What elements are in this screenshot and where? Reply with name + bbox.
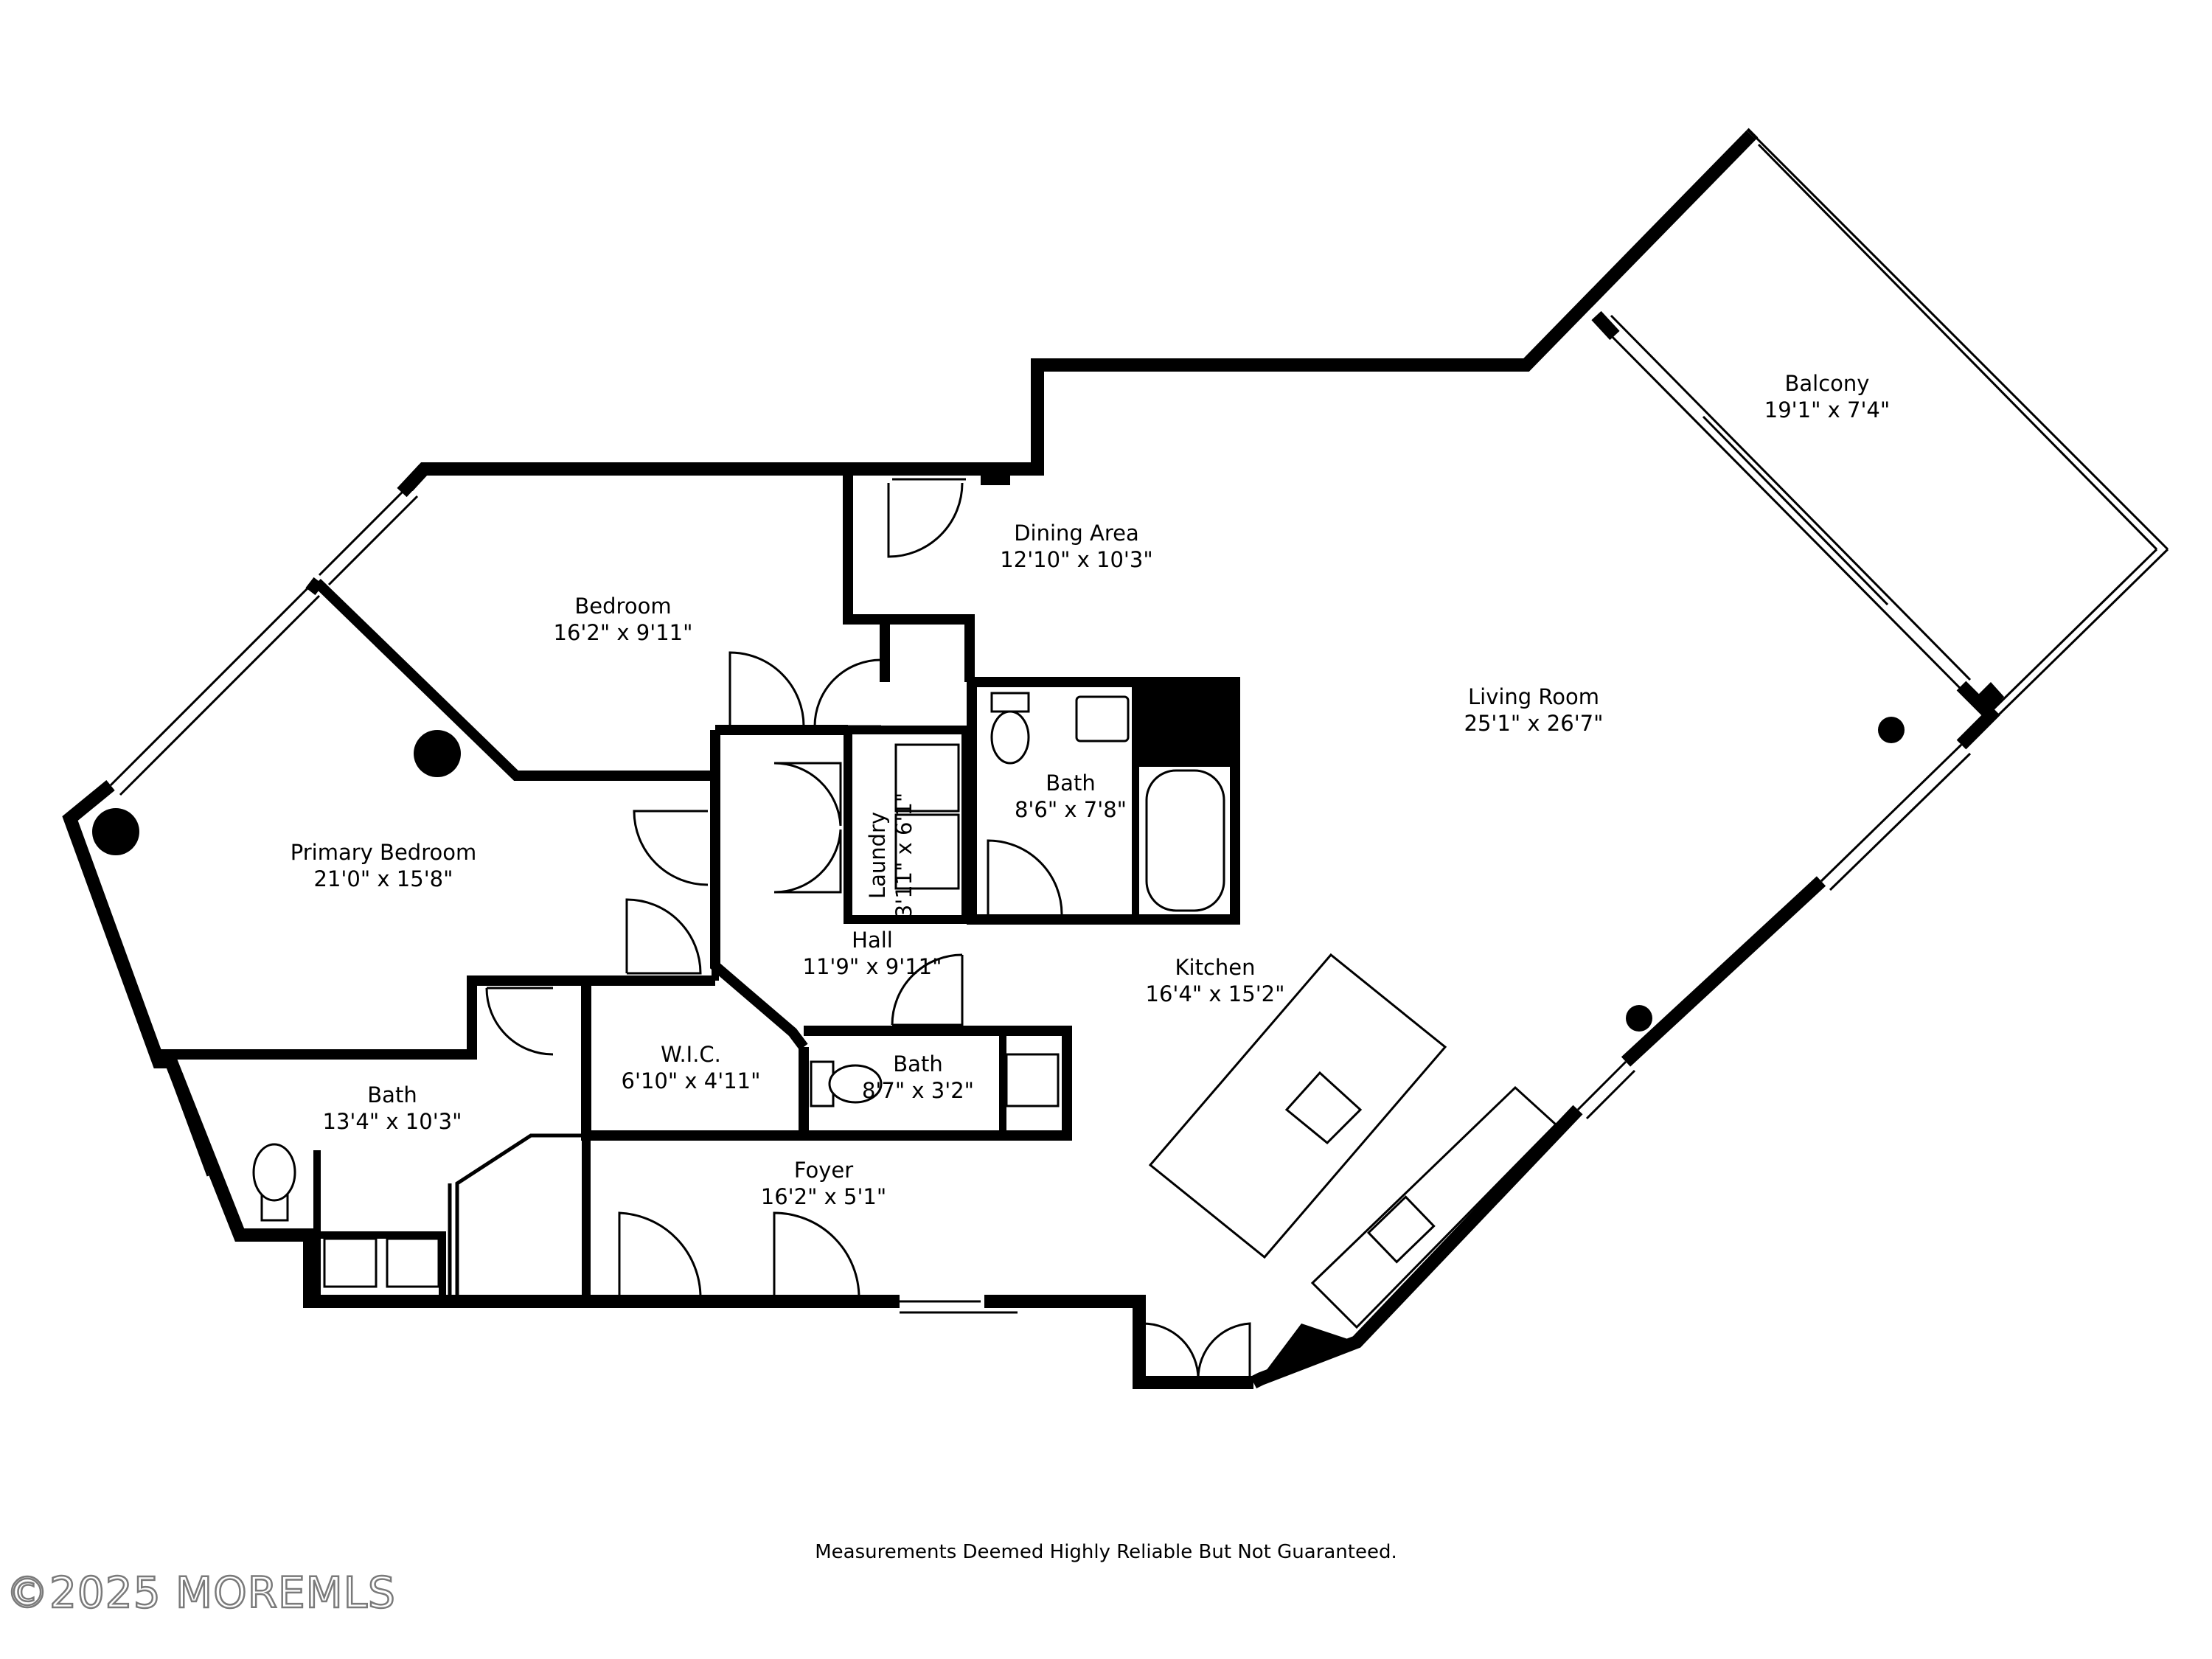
- toilet-icon: [990, 692, 1030, 713]
- room-dim-balcony: 19'1" x 7'4": [1764, 397, 1890, 422]
- columns: [92, 717, 1905, 1032]
- room-name-bedroom: Bedroom: [574, 594, 671, 619]
- room-name-balcony: Balcony: [1785, 371, 1870, 396]
- cooktop-icon: [1284, 1071, 1363, 1145]
- room-dim-dining: 12'10" x 10'3": [1000, 547, 1152, 572]
- sink-icon: [1075, 695, 1130, 742]
- room-dim-wic: 6'10" x 4'11": [622, 1068, 761, 1093]
- room-name-foyer: Foyer: [794, 1158, 853, 1183]
- room-dim-living: 25'1" x 26'7": [1464, 711, 1604, 736]
- solid-blocks: [981, 472, 2004, 1382]
- disclaimer-text: Measurements Deemed Highly Reliable But …: [815, 1541, 1397, 1563]
- room-name-primary: Primary Bedroom: [291, 840, 476, 865]
- column-living-2: [1626, 1005, 1652, 1032]
- room-dim-primary: 21'0" x 15'8": [314, 866, 453, 891]
- washer-icon: [894, 743, 960, 813]
- room-dim-kitchen: 16'4" x 15'2": [1146, 981, 1285, 1006]
- column-living-1: [1878, 717, 1905, 743]
- sink-icon-4: [386, 1237, 440, 1288]
- room-dim-laundry: 3'11" x 6'1": [891, 793, 917, 918]
- room-dim-bedroom: 16'2" x 9'11": [554, 620, 693, 645]
- room-name-wic: W.I.C.: [661, 1042, 721, 1067]
- dryer-icon: [894, 813, 960, 890]
- room-dim-hall: 11'9" x 9'11": [803, 954, 942, 979]
- room-name-bath3: Bath: [367, 1082, 417, 1107]
- room-name-laundry: Laundry: [865, 812, 890, 899]
- room-labels: Balcony 19'1" x 7'4" Dining Area 12'10" …: [291, 371, 1890, 1209]
- column-primary-1: [92, 808, 139, 855]
- room-dim-bath3: 13'4" x 10'3": [323, 1109, 462, 1134]
- room-name-kitchen: Kitchen: [1175, 955, 1256, 980]
- sink-icon-3: [323, 1237, 378, 1288]
- fixtures: [252, 692, 1558, 1329]
- kitchen-sink-icon: [1366, 1195, 1436, 1264]
- room-name-dining: Dining Area: [1014, 521, 1139, 546]
- room-name-bath1: Bath: [1046, 771, 1095, 796]
- doors: [485, 467, 1251, 1380]
- room-dim-foyer: 16'2" x 5'1": [761, 1184, 886, 1209]
- bathtub-icon: [1145, 769, 1225, 912]
- room-name-hall: Hall: [852, 928, 893, 953]
- room-dim-bath1: 8'6" x 7'8": [1015, 797, 1127, 822]
- watermark-logo: ©2025 MOREMLS: [6, 1568, 396, 1618]
- room-dim-bath2: 8'7" x 3'2": [862, 1078, 974, 1103]
- walls: [62, 128, 2000, 1389]
- room-name-bath2: Bath: [893, 1051, 942, 1077]
- column-primary-2: [414, 730, 461, 777]
- kitchen-counter: [1310, 1085, 1558, 1329]
- sink-icon-2: [1005, 1053, 1060, 1107]
- room-name-living: Living Room: [1468, 684, 1599, 709]
